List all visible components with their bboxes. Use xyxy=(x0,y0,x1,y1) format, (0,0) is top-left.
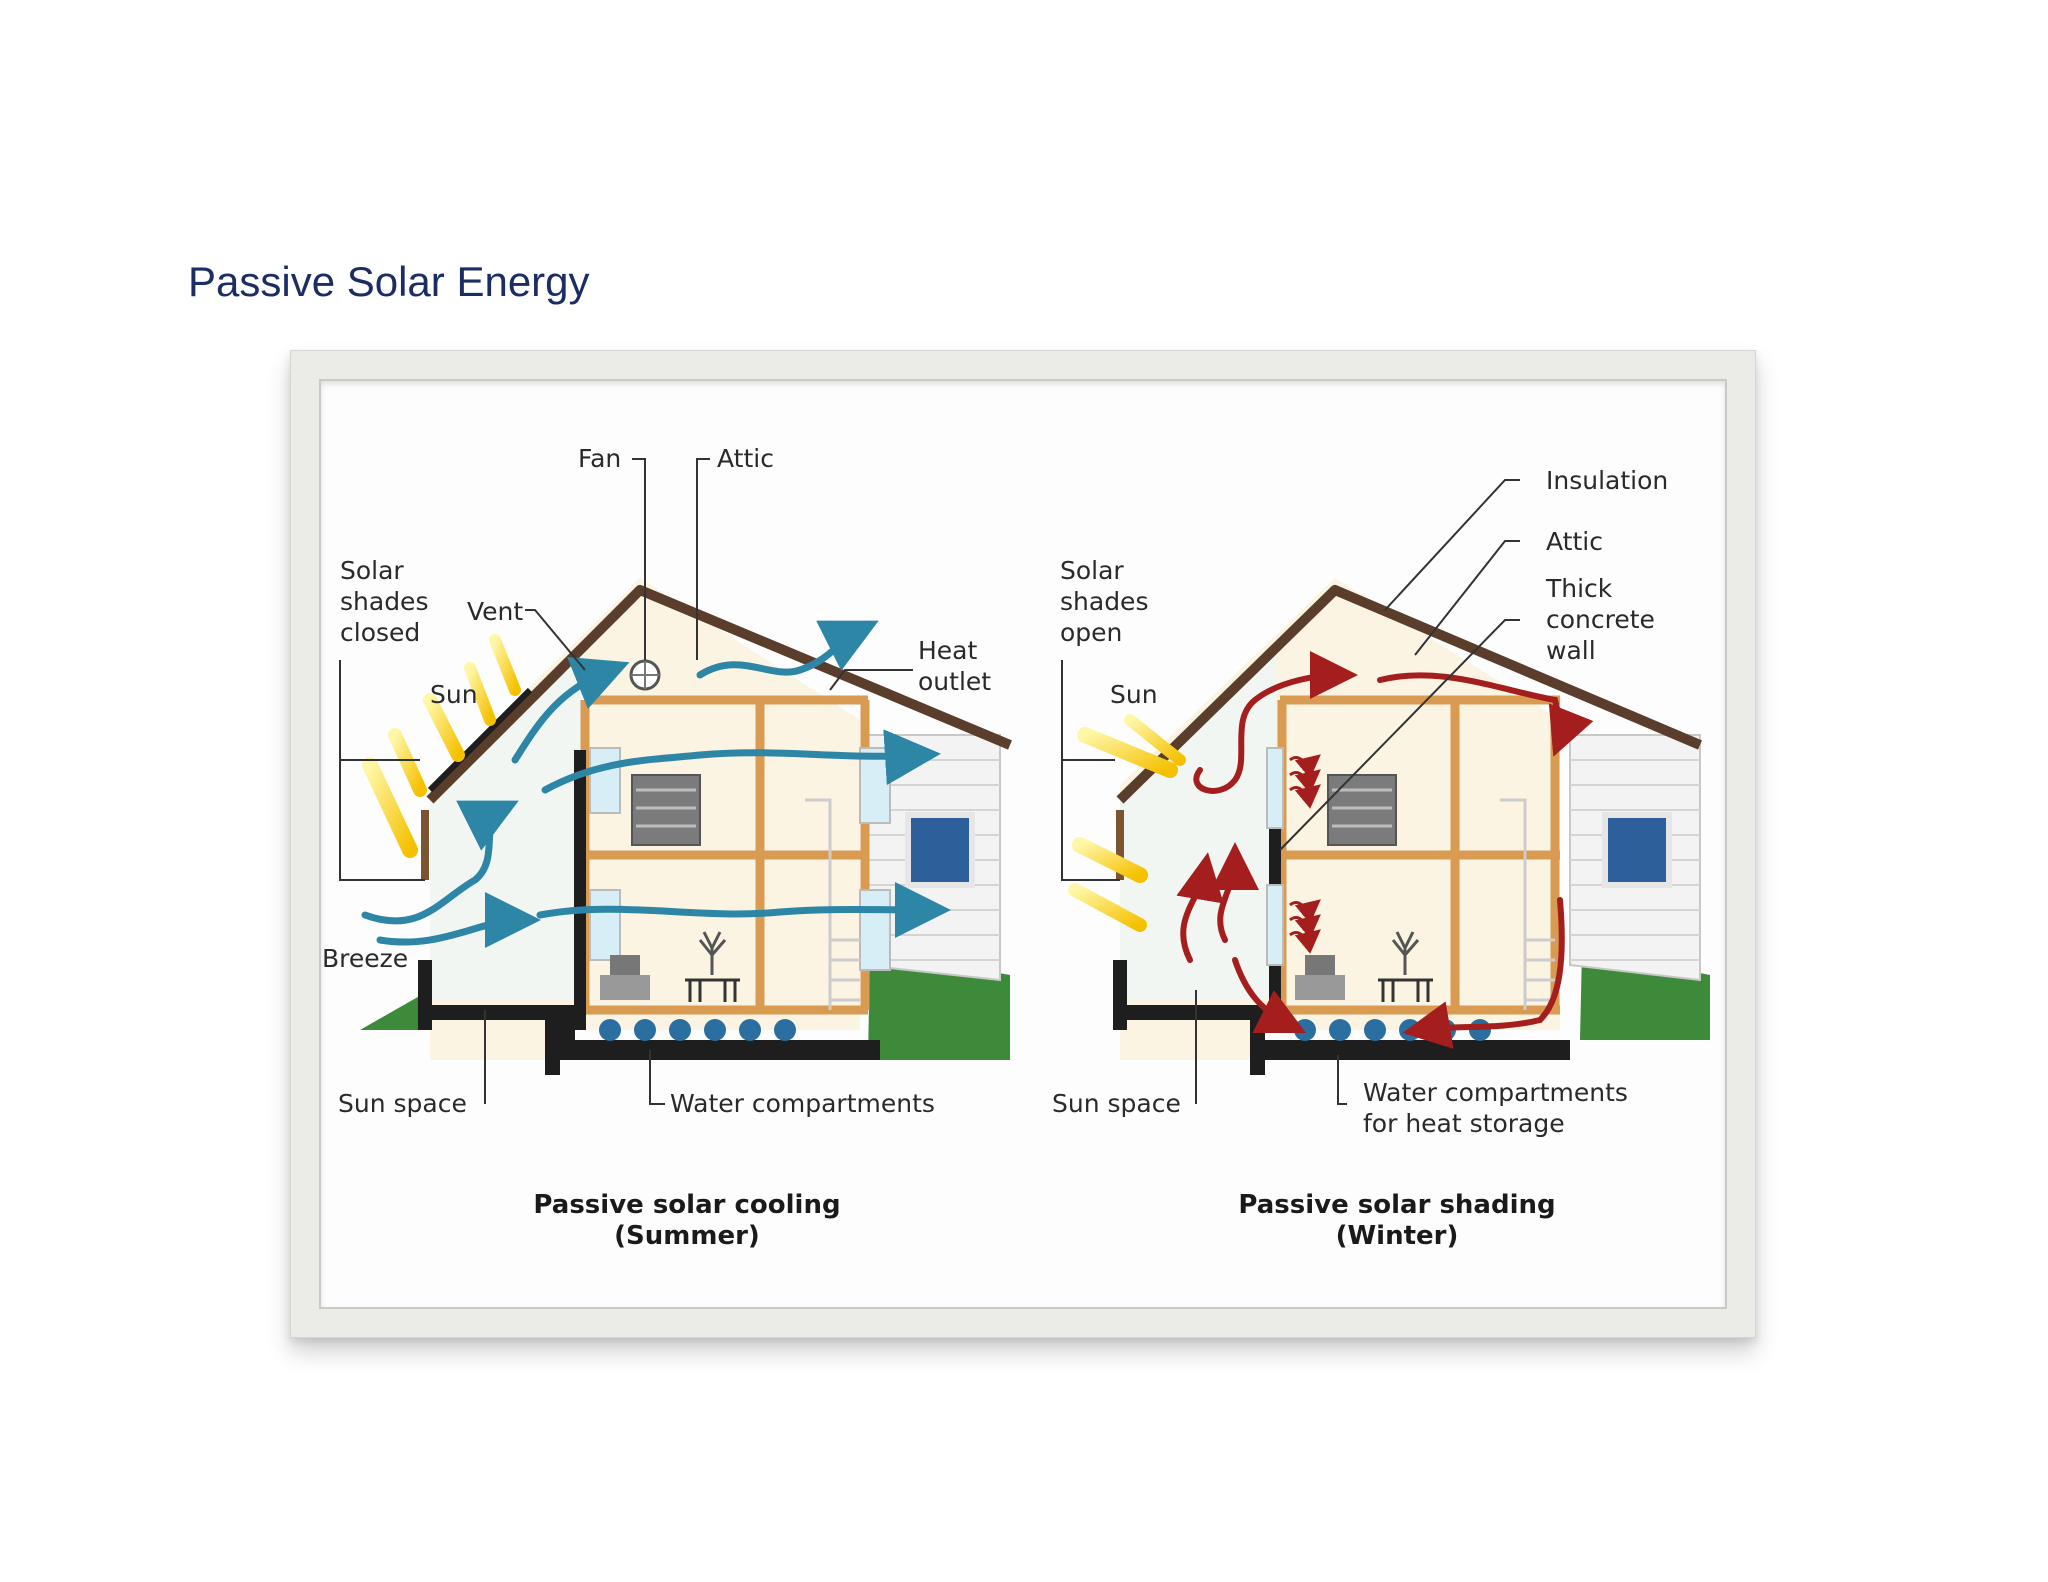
label-breeze: Breeze xyxy=(322,944,408,973)
summer-roof xyxy=(426,585,1012,804)
label-water-compartments-winter-2: for heat storage xyxy=(1363,1109,1565,1138)
label-sun-space-winter: Sun space xyxy=(1052,1089,1181,1118)
summer-solar-shade xyxy=(427,687,533,793)
summer-table-icon xyxy=(685,978,740,1002)
summer-window-icon xyxy=(905,812,975,888)
label-solar-shades-open-1: Solar xyxy=(1060,556,1124,585)
summer-window-lower-right-icon xyxy=(859,889,891,971)
label-sun-space-summer: Sun space xyxy=(338,1089,467,1118)
page-title: Passive Solar Energy xyxy=(188,258,590,305)
caption-winter-1: Passive solar shading xyxy=(1238,1190,1555,1220)
winter-window-lower-icon xyxy=(1266,884,1284,966)
winter-sun-rays xyxy=(1068,714,1186,932)
summer-cool-air-arrows xyxy=(361,620,951,949)
label-attic-summer: Attic xyxy=(717,444,774,473)
winter-chair-icon xyxy=(1295,955,1345,1000)
winter-house xyxy=(1068,578,1710,1075)
fan-icon xyxy=(629,659,661,691)
label-fan: Fan xyxy=(578,444,621,473)
label-solar-shades-open-3: open xyxy=(1060,618,1122,647)
winter-window-upper-icon xyxy=(1266,747,1284,829)
label-attic-winter: Attic xyxy=(1546,527,1603,556)
caption-summer-2: (Summer) xyxy=(614,1221,760,1251)
winter-window-icon xyxy=(1602,812,1672,888)
winter-radiant-heat-lower xyxy=(1289,899,1321,954)
caption-summer-1: Passive solar cooling xyxy=(533,1190,840,1220)
winter-stairs xyxy=(1500,798,1555,1010)
summer-chair-icon xyxy=(600,955,650,1000)
winter-warm-air-arrows xyxy=(1176,651,1594,1049)
label-sun-summer: Sun xyxy=(430,680,478,709)
summer-foundation xyxy=(430,1005,880,1075)
summer-house xyxy=(360,578,1012,1075)
winter-radiant-heat-left xyxy=(1289,754,1321,809)
label-thick-concrete-wall-2: concrete xyxy=(1546,605,1655,634)
label-solar-shades-closed-2: shades xyxy=(340,587,428,616)
caption-winter-2: (Winter) xyxy=(1336,1221,1459,1251)
label-thick-concrete-wall-3: wall xyxy=(1546,636,1596,665)
winter-roof xyxy=(1116,585,1702,804)
summer-stairs xyxy=(805,798,860,1010)
winter-sunspace xyxy=(1120,650,1275,1000)
winter-leader-lines xyxy=(1061,479,1520,1105)
label-solar-shades-closed-3: closed xyxy=(340,618,420,647)
label-solar-shades-open-2: shades xyxy=(1060,587,1148,616)
label-vent: Vent xyxy=(467,597,523,626)
label-water-compartments-winter-1: Water compartments xyxy=(1363,1078,1628,1107)
label-water-compartments-summer: Water compartments xyxy=(670,1089,935,1118)
summer-plant-icon xyxy=(698,931,727,975)
label-insulation: Insulation xyxy=(1546,466,1668,495)
winter-foundation xyxy=(1125,1005,1570,1075)
summer-water-compartments xyxy=(599,1019,796,1041)
summer-window-upper-left-icon xyxy=(589,747,621,814)
label-heat-outlet-2: outlet xyxy=(918,667,991,696)
winter-plant-icon xyxy=(1391,931,1420,975)
winter-dresser-icon xyxy=(1327,774,1397,846)
summer-leader-lines xyxy=(339,458,913,1105)
label-solar-shades-closed-1: Solar xyxy=(340,556,404,585)
summer-window-lower-left-icon xyxy=(589,889,621,961)
label-heat-outlet-1: Heat xyxy=(918,636,977,665)
winter-siding xyxy=(1569,734,1701,982)
winter-table-icon xyxy=(1378,978,1433,1002)
label-sun-winter: Sun xyxy=(1110,680,1158,709)
summer-grass-left xyxy=(360,990,430,1030)
summer-sun-rays xyxy=(362,634,521,858)
label-thick-concrete-wall-1: Thick xyxy=(1545,574,1613,603)
summer-dresser-icon xyxy=(631,774,701,846)
